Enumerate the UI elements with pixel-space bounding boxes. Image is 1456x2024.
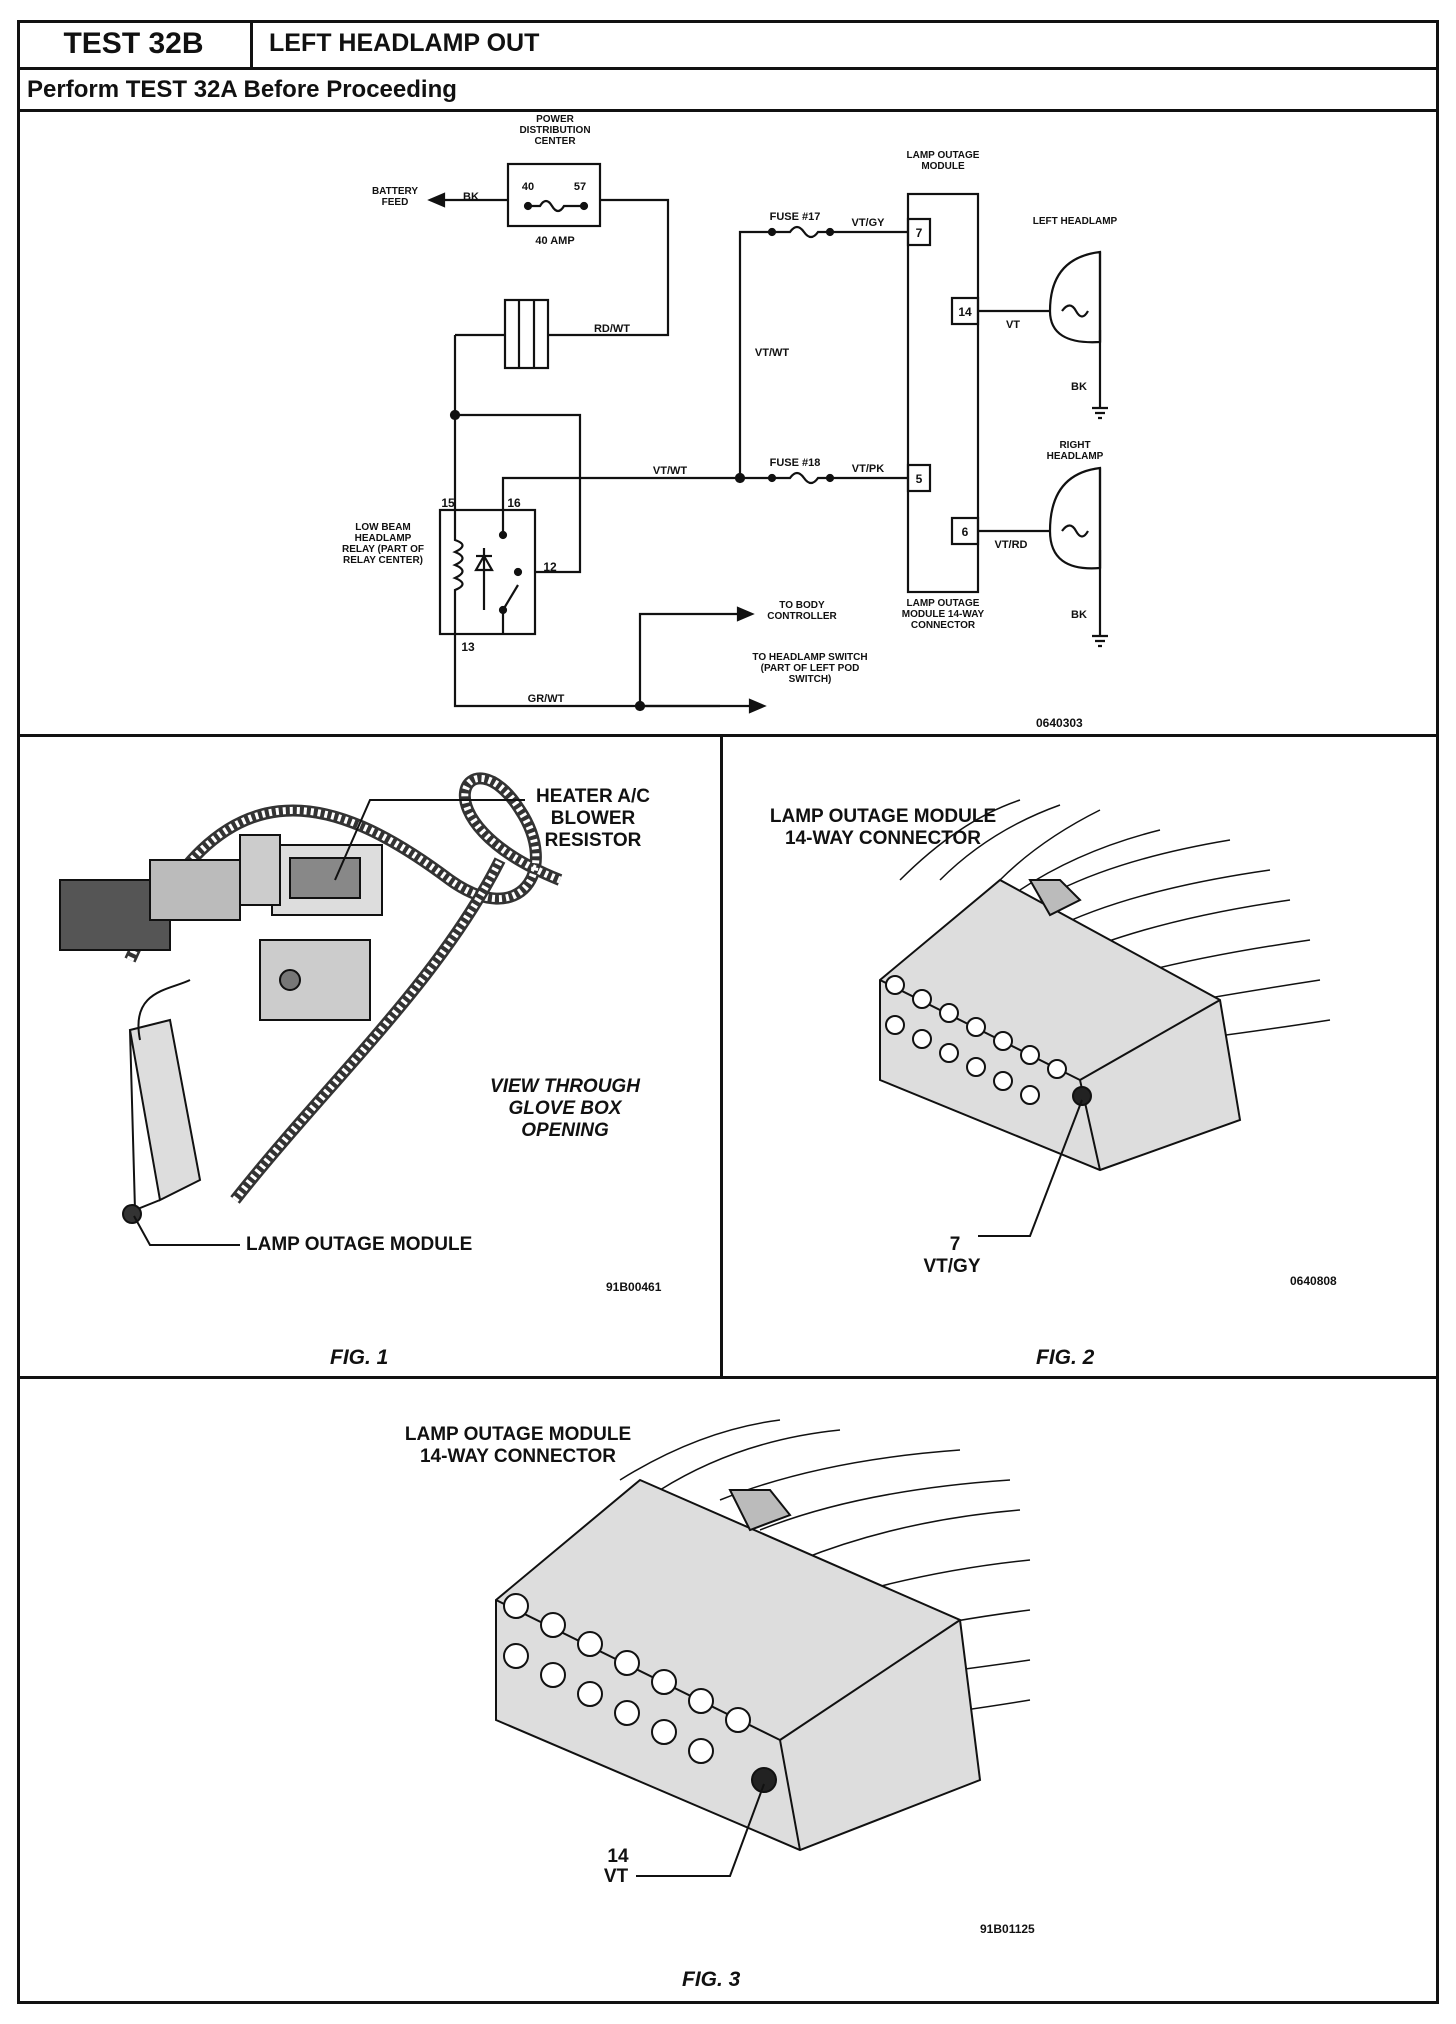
fig3-title: LAMP OUTAGE MODULE 14-WAY CONNECTOR (404, 1424, 632, 1467)
pdc-label: POWER DISTRIBUTION CENTER (519, 114, 591, 147)
fig2-highlighted-pin (1072, 1086, 1092, 1106)
fig1-code: 91B00461 (606, 1280, 662, 1294)
fig3-pin-leader (636, 1783, 765, 1877)
fig1-view-note: VIEW THROUGH GLOVE BOX OPENING (490, 1076, 640, 1141)
relay-pin15-label: 15 (441, 496, 455, 510)
fig3-pin-wire: VT (603, 1866, 629, 1887)
pin5-label: 5 (915, 472, 923, 486)
fig3-connector-body (495, 1478, 982, 1852)
relay-coil (452, 510, 464, 634)
pdc-pin-a: 40 (521, 181, 535, 193)
low-beam-relay-box (438, 508, 537, 636)
gr-wt-wire (453, 634, 720, 708)
module-callout-leader (133, 1215, 240, 1246)
pdc-fuse-label: 40 AMP (535, 235, 575, 247)
fig2-connector-body (879, 878, 1242, 1172)
fig1-module-callout: LAMP OUTAGE MODULE (246, 1234, 473, 1255)
lom-pin5 (906, 463, 932, 493)
fig2-pin-wire: VT/GY (923, 1256, 981, 1277)
lom-top-label: LAMP OUTAGE MODULE (906, 150, 980, 172)
lower-bracket (259, 939, 371, 1021)
fig1-caption: FIG. 1 (330, 1346, 389, 1369)
gr-wt-label: GR/WT (527, 693, 565, 705)
fig2-pin-row-top (885, 975, 1067, 1079)
relay-pin12-wire (455, 413, 582, 574)
right-headlamp-label: RIGHT HEADLAMP (1046, 440, 1104, 462)
divider-fig1-fig2 (720, 734, 723, 1378)
pin7-label: 7 (915, 226, 923, 240)
rd-wt-label: RD/WT (593, 323, 631, 335)
fuse18-label: FUSE #18 (769, 457, 821, 469)
pdc-fuse-symbol (528, 199, 584, 213)
fig3-highlighted-pin (751, 1767, 777, 1793)
fig3-pin-row-top (503, 1593, 751, 1733)
fig2-title: LAMP OUTAGE MODULE 14-WAY CONNECTOR (769, 806, 997, 849)
header-row: TEST 32B LEFT HEADLAMP OUT (17, 20, 1439, 70)
relay-label: LOW BEAM HEADLAMP RELAY (PART OF RELAY C… (341, 522, 425, 566)
vt-wt-label-horizontal: VT/WT (652, 465, 688, 477)
vt-rd-label: VT/RD (994, 539, 1028, 551)
vt-pk-label: VT/PK (851, 463, 885, 475)
fig3-code: 91B01125 (980, 1922, 1035, 1936)
relay-pin13-label: 13 (461, 640, 475, 654)
lamp-outage-module-illustration (128, 1018, 202, 1202)
vt-label: VT (1005, 319, 1021, 331)
bk-label: BK (463, 191, 479, 203)
divider-fig-row-bottom (17, 1376, 1439, 1379)
lom-bottom-label: LAMP OUTAGE MODULE 14-WAY CONNECTOR (901, 598, 985, 631)
pin14-label: 14 (958, 305, 972, 319)
battery-feed-label: BATTERY FEED (371, 186, 419, 208)
subtitle-row: Perform TEST 32A Before Proceeding (17, 70, 1439, 112)
relay-pin16-wire (501, 476, 740, 486)
fuse18-symbol (772, 471, 830, 485)
fuse17-symbol (772, 225, 830, 239)
right-headlamp-bk-label: BK (1071, 609, 1087, 621)
lamp-outage-module-body (906, 192, 980, 594)
divider-schematic-bottom (17, 734, 1439, 737)
fig1-resistor-callout: HEATER A/C BLOWER RESISTOR (536, 786, 650, 851)
fig2-pin-row-bottom (885, 1015, 1040, 1105)
vt-wt-riser-wire (738, 230, 772, 478)
fuse17-label: FUSE #17 (769, 211, 821, 223)
pin6-label: 6 (961, 525, 969, 539)
fig3-caption: FIG. 3 (682, 1968, 741, 1991)
test-id: TEST 32B (17, 20, 253, 67)
fig3-pin-row-bottom (503, 1643, 714, 1764)
to-headlamp-switch-label: TO HEADLAMP SWITCH (PART OF LEFT POD SWI… (752, 652, 868, 685)
schematic-code: 0640303 (1036, 716, 1083, 730)
relay-pin12-label: 12 (543, 560, 557, 574)
fig2-caption: FIG. 2 (1036, 1346, 1095, 1369)
fig2-pin-leader (978, 1099, 1083, 1237)
rd-wt-wire (548, 198, 670, 337)
page-frame (17, 20, 1439, 2004)
subtitle: Perform TEST 32A Before Proceeding (27, 76, 457, 103)
resistor-callout-leader (334, 799, 525, 881)
lom-pin7 (906, 217, 932, 247)
left-headlamp-label: LEFT HEADLAMP (1032, 216, 1118, 227)
test-title: LEFT HEADLAMP OUT (269, 29, 540, 57)
fig3-pin-number: 14 (607, 1846, 629, 1867)
left-headlamp-bk-label: BK (1071, 381, 1087, 393)
vt-gy-label: VT/GY (851, 217, 885, 229)
relay-pin16-label: 16 (507, 496, 521, 510)
fig2-pin-number: 7 (949, 1234, 961, 1255)
pdc-pin-b: 57 (573, 181, 587, 193)
to-body-controller-label: TO BODY CONTROLLER (767, 600, 837, 622)
vt-wt-label-vertical: VT/WT (754, 347, 790, 359)
pdc-box (506, 162, 602, 228)
fig2-code: 0640808 (1290, 1274, 1337, 1288)
